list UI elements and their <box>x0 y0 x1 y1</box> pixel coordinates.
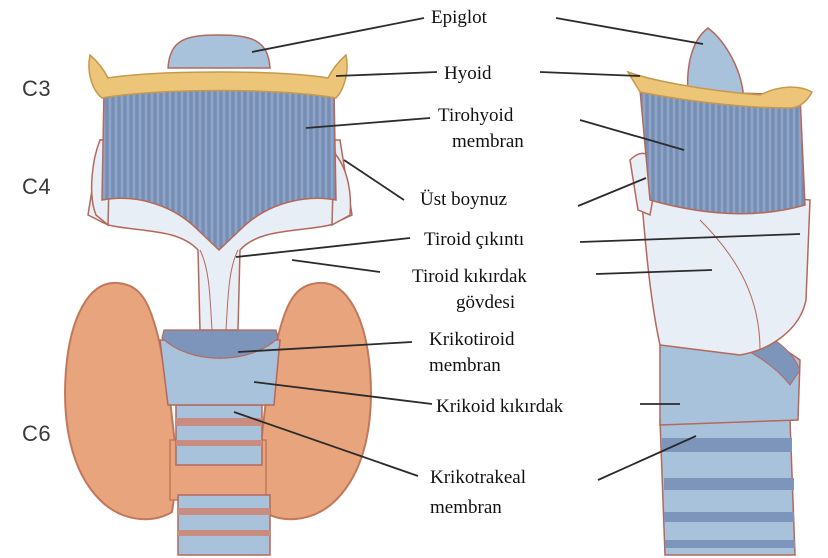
label-krikotiroid-2: membran <box>429 354 501 377</box>
label-tirohyoid-2: membran <box>452 130 524 153</box>
leader-ust-boynuz-left <box>344 160 404 200</box>
leader-hyoid-left <box>336 72 437 76</box>
vertebra-label-c4: C4 <box>22 174 51 200</box>
vertebra-label-c6: C6 <box>22 421 51 447</box>
thyroid-gland-left-lobe <box>65 283 178 519</box>
leader-tiroid-kikirdak-left <box>292 260 380 272</box>
vertebra-label-c3: C3 <box>22 76 51 102</box>
label-hyoid: Hyoid <box>444 62 492 85</box>
label-tirohyoid-1: Tirohyoid <box>438 104 513 127</box>
leader-epiglot-left <box>252 18 424 52</box>
label-krikoid: Krikoid kıkırdak <box>436 395 563 418</box>
label-ust-boynuz: Üst boynuz <box>420 188 507 211</box>
label-epiglot: Epiglot <box>431 6 487 29</box>
leader-epiglot-right <box>556 18 703 44</box>
leader-tiroid-cikinti-left <box>236 238 410 257</box>
label-tiroid-kikirdak-1: Tiroid kıkırdak <box>412 265 527 288</box>
label-tiroid-cikinti: Tiroid çıkıntı <box>424 228 524 251</box>
label-krikotrakeal-1: Krikotrakeal <box>430 466 526 489</box>
label-krikotrakeal-2: membran <box>430 496 502 519</box>
label-tiroid-kikirdak-2: gövdesi <box>456 291 515 314</box>
trachea-right <box>660 420 795 555</box>
label-krikotiroid-1: Krikotiroid <box>429 328 515 351</box>
leader-hyoid-right <box>540 72 640 76</box>
